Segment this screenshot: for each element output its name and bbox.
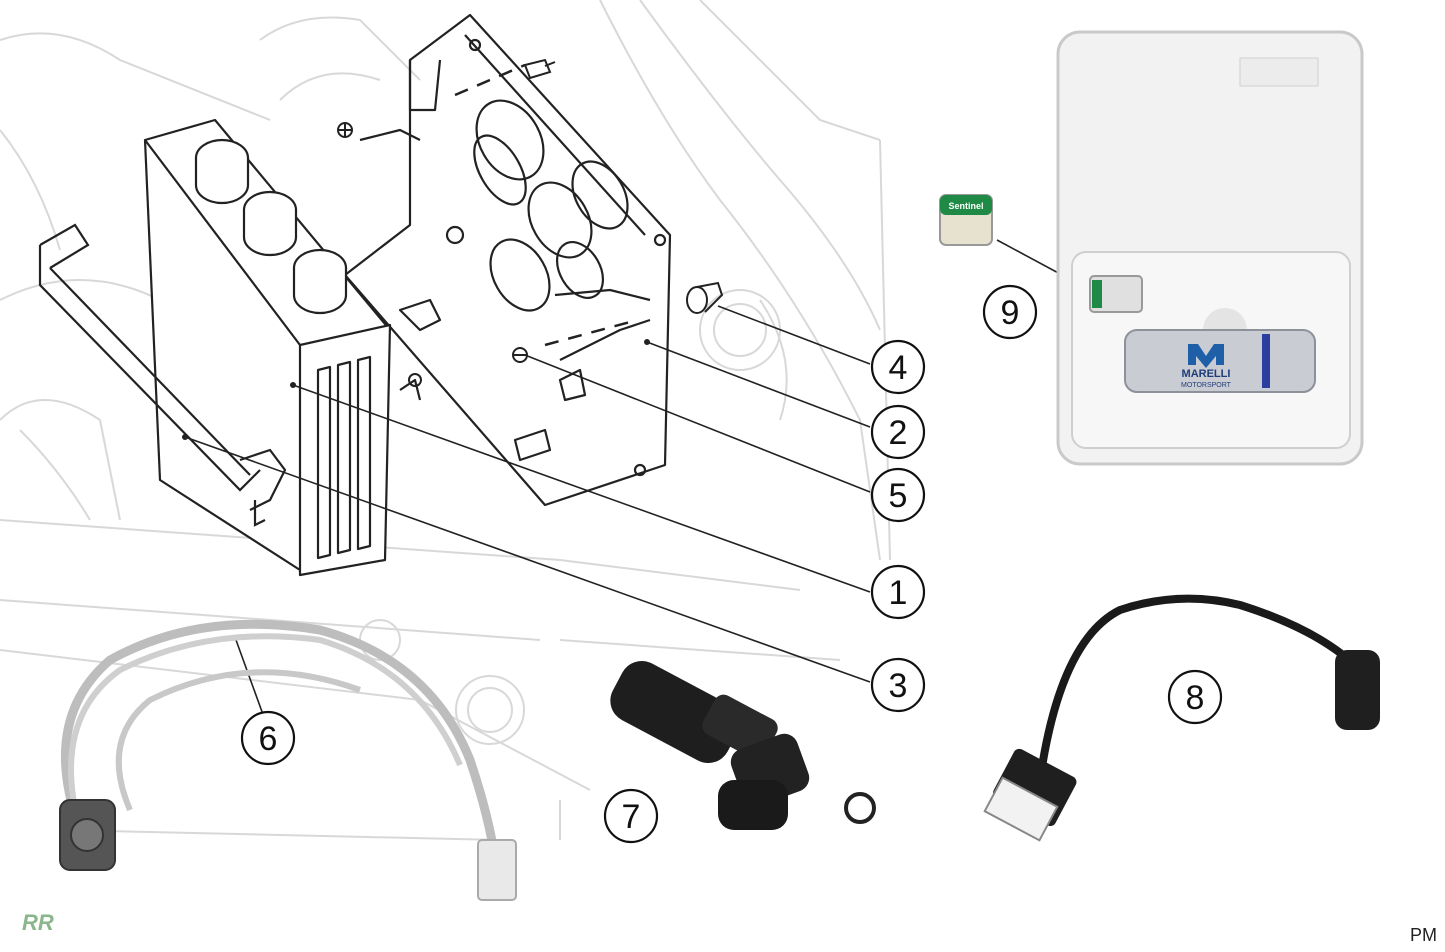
callout-7 (603, 788, 659, 844)
callout-5 (870, 467, 926, 523)
dongle-case: MARELLI MOTORSPORT (1056, 30, 1364, 466)
callout-2 (870, 404, 926, 460)
marelli-logo-icon (1188, 344, 1224, 368)
callout-labels: 4 2 5 1 3 6 7 8 9 (259, 294, 1205, 836)
mounting-bracket (343, 13, 672, 507)
callout-label-4: 4 (889, 349, 908, 387)
usb-brand-line1: MARELLI (1182, 368, 1231, 380)
callout-label-3: 3 (889, 667, 908, 705)
callout-markers (240, 284, 1223, 844)
leader-lines (184, 239, 1091, 721)
callout-6 (240, 710, 296, 766)
dongle-brand: Sentinel (948, 201, 983, 211)
callout-4 (870, 339, 926, 395)
usb-stick: MARELLI MOTORSPORT (1124, 329, 1316, 393)
ecu-unit (143, 118, 392, 577)
camera-module (610, 660, 876, 830)
usb-brand-line2: MOTORSPORT (1181, 382, 1232, 389)
usb-adapter-cable (983, 594, 1380, 842)
brand-logo: RR (22, 910, 54, 935)
callout-1 (870, 564, 926, 620)
callout-label-7: 7 (622, 798, 641, 836)
callout-3 (870, 657, 926, 713)
callout-label-1: 1 (889, 574, 908, 612)
retaining-strap (38, 223, 287, 527)
corner-code: PM (1410, 925, 1437, 945)
fastener-axis-lines (454, 63, 631, 347)
fasteners (337, 58, 724, 387)
callout-label-2: 2 (889, 414, 908, 452)
callout-label-6: 6 (259, 720, 278, 758)
callout-label-5: 5 (889, 477, 908, 515)
callout-8 (1167, 669, 1223, 725)
sentinel-dongle: Sentinel (939, 194, 993, 246)
callout-9 (982, 284, 1038, 340)
callout-label-9: 9 (1001, 294, 1020, 332)
data-cable (59, 619, 517, 901)
callout-label-8: 8 (1186, 679, 1205, 717)
